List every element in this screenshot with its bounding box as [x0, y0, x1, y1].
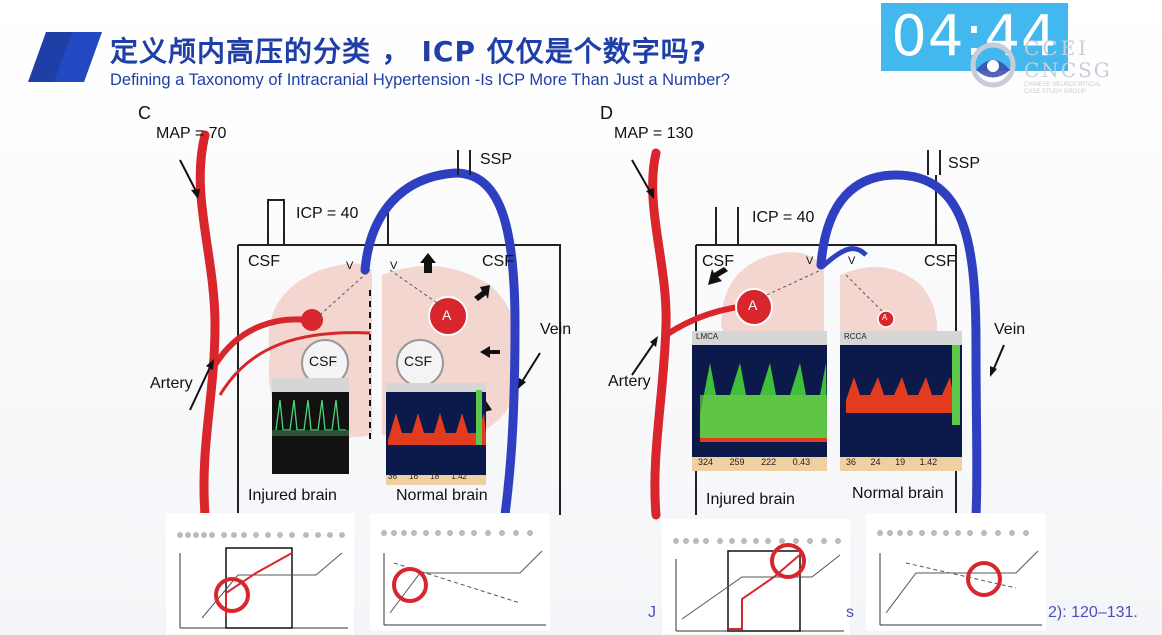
title-accent-shape [28, 32, 102, 82]
panel-c-ssp-label: SSP [480, 151, 513, 168]
panel-d-autoregulation-graph-left [662, 519, 850, 635]
panel-c-injured-brain: Injured brain [248, 487, 337, 504]
slide-title-chinese: 定义颅内高压的分类 ， ICP 仅仅是个数字吗? [110, 35, 707, 68]
panel-c-vein-label: Vein [540, 321, 572, 338]
panel-c-normal-brain: Normal brain [396, 487, 488, 504]
panel-c-csf-left: CSF [248, 253, 280, 270]
logo-text-subtitle: CHINESE NEUROCRITICAL CASE STUDY GROUP [1024, 82, 1102, 95]
logo-text-ccei: CCEI [1024, 36, 1090, 60]
panel-c-spectro-values: 36 16 18 1.42 [388, 472, 467, 481]
panel-c-a-label: A [442, 307, 452, 323]
slide-title-english: Defining a Taxonomy of Intracranial Hype… [110, 71, 730, 89]
panel-d-spectro-right-header: RCCA [844, 332, 867, 341]
panel-d-artery-label: Artery [608, 373, 651, 390]
panel-d-spectro-left-header: LMCA [696, 332, 719, 341]
panel-d-autoregulation-graph-right [866, 513, 1046, 631]
panel-c-autoregulation-graph-right [370, 513, 550, 631]
reference-fragment-middle: s [846, 604, 854, 621]
panel-d-diagram [631, 148, 1005, 520]
panel-c-autoregulation-graph-left [166, 513, 354, 635]
reference-fragment-right: 2): 120–131. [1048, 604, 1138, 621]
organization-logo: CCEI CNCSG CHINESE NEUROCRITICAL CASE ST… [968, 30, 1118, 100]
panel-c-letter: C [138, 103, 151, 123]
panel-d-spectro-right-values: 36 24 19 1.42 [846, 457, 938, 467]
panel-d-a-small-label: A [882, 313, 888, 322]
panel-d-ssp-label: SSP [948, 155, 981, 172]
panel-d-map-label: MAP = 130 [614, 125, 694, 142]
panel-d-normal-brain: Normal brain [852, 485, 944, 502]
panel-c-v-right: V [390, 260, 398, 272]
panel-d-v-left: V [806, 255, 814, 267]
panel-d-icp-label: ICP = 40 [752, 209, 815, 226]
panel-d-spectro-left-values: 324 259 222 0.43 [698, 457, 811, 467]
panel-d-v-right: V [848, 255, 856, 267]
panel-d-csf-left: CSF [702, 253, 734, 270]
reference-fragment-left: J [648, 604, 656, 621]
panel-d-vein-label: Vein [994, 321, 1026, 338]
logo-mark-icon [970, 42, 1016, 88]
panel-c-csf-center-left: CSF [309, 353, 337, 369]
panel-d-a-label: A [748, 297, 758, 313]
panel-d-injured-brain: Injured brain [706, 491, 795, 508]
figure-panel-d: D MAP = 130 ICP = 40 SSP CSF CSF V V A A… [596, 95, 1156, 635]
panel-c-artery-label: Artery [150, 375, 193, 392]
panel-c-csf-center-right: CSF [404, 353, 432, 369]
panel-c-v-left: V [346, 260, 354, 272]
panel-d-csf-right: CSF [924, 253, 956, 270]
panel-c-diagram [179, 130, 561, 520]
panel-d-letter: D [600, 103, 613, 123]
panel-c-csf-right: CSF [482, 253, 514, 270]
logo-text-cncsg: CNCSG [1024, 58, 1112, 82]
panel-c-icp-label: ICP = 40 [296, 205, 359, 222]
panel-c-map-label: MAP = 70 [156, 125, 227, 142]
figure-panel-c: C MAP = 70 ICP = 40 SSP CSF CSF CSF CSF … [120, 95, 680, 635]
